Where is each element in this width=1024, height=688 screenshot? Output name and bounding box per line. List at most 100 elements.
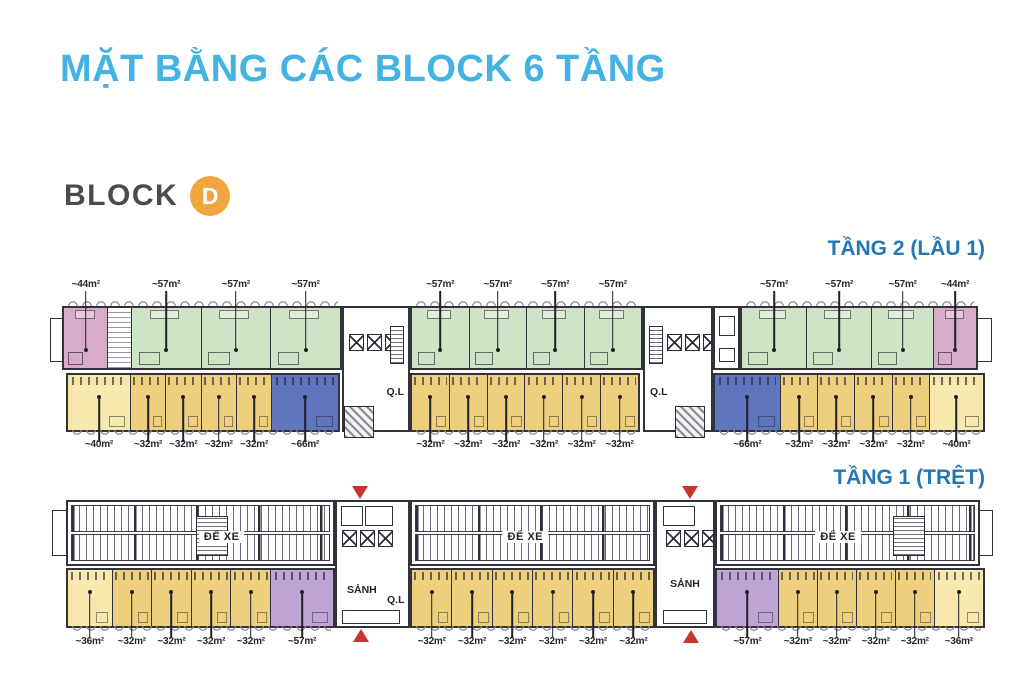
leader-line [182,397,185,442]
parking-label: ĐỂ XE [815,530,861,543]
area-label: ~32m² [783,636,812,647]
apartment-unit-cream: ~36m² [68,570,112,647]
leader-dot [873,590,878,594]
unit-row: ~57m²~57m²~57m²~44m² [740,279,978,370]
leader-dot [303,395,308,399]
apartment-unit-yellow: ~32m² [412,375,449,450]
apartment-unit-cream: ~40m² [928,375,984,450]
apartment-unit-pink: ~44m² [933,279,976,368]
unit-row: ~32m²~32m²~32m²~32m²~32m²~32m² [410,373,640,450]
leader-dot [96,395,101,399]
block-letter-badge: D [190,176,231,216]
leader-line [543,397,545,442]
leader-dot [908,395,913,399]
apartment-unit-yellow: ~32m² [111,570,152,647]
apartment-unit-yellow: ~32m² [779,375,818,450]
apartment-unit-yellow: ~32m² [486,375,525,450]
leader-dot [233,348,238,352]
elevator-icon [666,530,681,547]
leader-dot [469,590,474,594]
leader-line [88,592,91,638]
area-label: ~40m² [84,439,114,450]
stairs-icon [649,326,663,364]
leader-dot [837,348,842,352]
area-label: ~32m² [538,636,567,647]
apartment-unit-yellow: ~32m² [129,375,166,450]
leader-line [511,592,514,638]
leader-line [217,397,220,442]
service-room [365,506,393,526]
area-label: ~32m² [498,636,527,647]
building-end-cap [978,510,993,556]
area-label: ~32m² [197,636,226,647]
area-label: ~57m² [598,279,627,290]
elevator-icon [367,334,382,351]
area-label: ~32m² [169,439,198,450]
area-label: ~57m² [483,279,512,290]
leader-dot [146,395,151,399]
service-room [341,506,363,526]
area-label: ~57m² [541,279,570,290]
leader-line [147,397,149,442]
leader-dot [900,348,905,352]
area-label: ~36m² [944,636,973,647]
page-title: MẶT BẰNG CÁC BLOCK 6 TẦNG [60,48,666,90]
parking-label: ĐỂ XE [198,530,245,543]
apartment-unit-yellow: ~32m² [816,570,856,647]
leader-line [872,397,875,442]
area-label: ~32m² [578,636,608,647]
parking-area: ĐỂ XE [715,500,980,566]
leader-dot [553,348,558,352]
apartment-unit-cream: ~36m² [933,570,983,647]
apartment-unit-yellow: ~32m² [817,375,855,450]
area-label: ~32m² [822,439,851,450]
entrance-porch [663,610,707,624]
management-room-label: Q.L [387,594,405,606]
unit-row: ~36m²~32m²~32m²~32m²~32m²~57m² [66,568,335,647]
area-label: ~32m² [133,439,163,450]
balcony-edge [414,300,639,306]
leader-dot [912,590,917,594]
area-label: ~32m² [896,439,925,450]
balcony-edge [414,626,651,632]
apartment-unit-yellow: ~32m² [491,570,532,647]
leader-line [253,397,255,442]
leader-dot [209,590,214,594]
leader-line [235,291,237,351]
leader-dot [834,395,839,399]
area-label: ~57m² [825,279,854,290]
apartment-unit-purple: ~57m² [270,570,333,647]
leader-line [304,291,307,351]
apartment-unit-yellow: ~32m² [200,375,236,450]
leader-line [618,397,621,442]
leader-dot [303,348,308,352]
area-label: ~66m² [290,439,320,450]
leader-line [746,592,749,638]
entrance-marker-icon [683,630,699,643]
apartment-unit-yellow: ~32m² [190,570,231,647]
apartment-unit-green: ~57m² [130,279,201,368]
balcony-edge [414,430,636,436]
leader-line [797,592,799,638]
lobby-label: SẢNH [670,578,700,590]
elevator-icon [685,334,700,351]
floor2-name: TẦNG 2 (LẦU 1) [827,237,986,260]
elevator-bank [666,530,717,547]
leader-dot [87,590,92,594]
leader-line [913,592,916,638]
leader-dot [617,395,622,399]
leader-dot [83,348,88,352]
ramp-hatch [344,406,374,438]
leader-line [439,291,442,351]
area-label: ~32m² [117,636,146,647]
apartment-unit-yellow: ~32m² [412,570,452,647]
area-label: ~32m² [784,439,813,450]
area-label: ~57m² [287,636,317,647]
leader-dot [871,395,876,399]
leader-dot [300,590,305,594]
unit-row: ~57m²~32m²~32m²~32m²~32m²~36m² [715,568,985,647]
leader-dot [510,590,515,594]
leader-line [301,592,303,638]
leader-dot [429,590,434,594]
service-room [719,316,735,336]
